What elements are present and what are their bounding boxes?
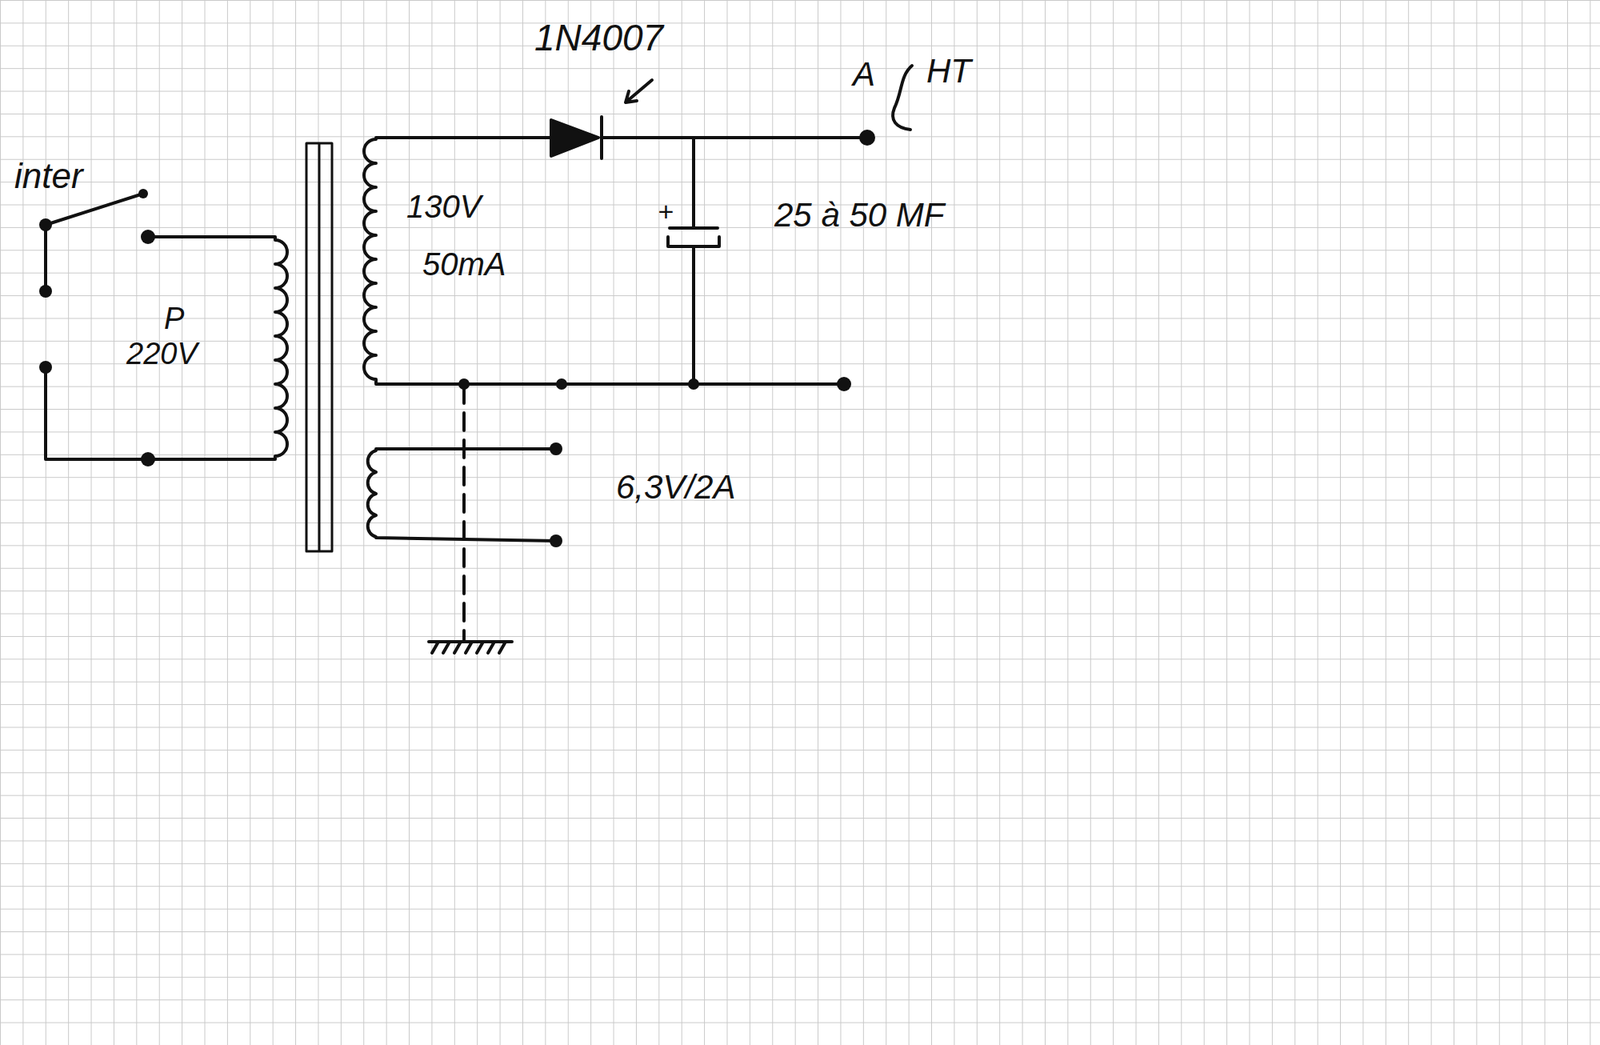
terminal-dot: [549, 442, 563, 456]
terminal-label: A: [852, 56, 876, 93]
diode-symbol: [551, 120, 599, 156]
mains-wire: [44, 224, 48, 292]
heater-winding: [368, 448, 556, 541]
terminal-dot: [859, 129, 876, 146]
ground-symbol: [428, 641, 512, 653]
ht-secondary-winding: [364, 137, 844, 384]
capacitor-plate: [668, 236, 720, 384]
polarity-mark: +: [657, 196, 674, 227]
signal-name: HT: [926, 52, 972, 90]
terminal-dot: [39, 218, 52, 232]
terminal-dot: [836, 376, 852, 392]
transformer-core: [306, 143, 332, 552]
voltage-label: 130V: [406, 188, 481, 224]
terminal-dot: [138, 188, 148, 199]
voltage-label: 220V: [126, 337, 198, 372]
terminal-dot: [39, 360, 52, 374]
ground-wire: [462, 385, 466, 640]
terminal-dot: [140, 229, 156, 244]
ht-wire: [601, 136, 868, 140]
part-number: 1N4007: [534, 17, 664, 59]
switch-lever: [45, 193, 144, 225]
junction-dot: [556, 378, 568, 390]
leader-arrow: [892, 65, 912, 130]
junction-dot: [688, 378, 700, 390]
terminal-dot: [39, 284, 52, 298]
mains-wire: [45, 367, 148, 460]
switch-label: inter: [14, 156, 84, 196]
winding-label: P: [164, 302, 184, 336]
capacitance-label: 25 à 50 MF: [774, 196, 944, 234]
junction-dot: [458, 378, 470, 390]
terminal-dot: [140, 452, 156, 467]
terminal-dot: [549, 534, 563, 548]
capacitor-plate: [669, 137, 718, 228]
leader-arrow: [625, 80, 652, 103]
heater-rating: 6,3V/2A: [616, 468, 736, 506]
current-label: 50mA: [422, 246, 507, 282]
